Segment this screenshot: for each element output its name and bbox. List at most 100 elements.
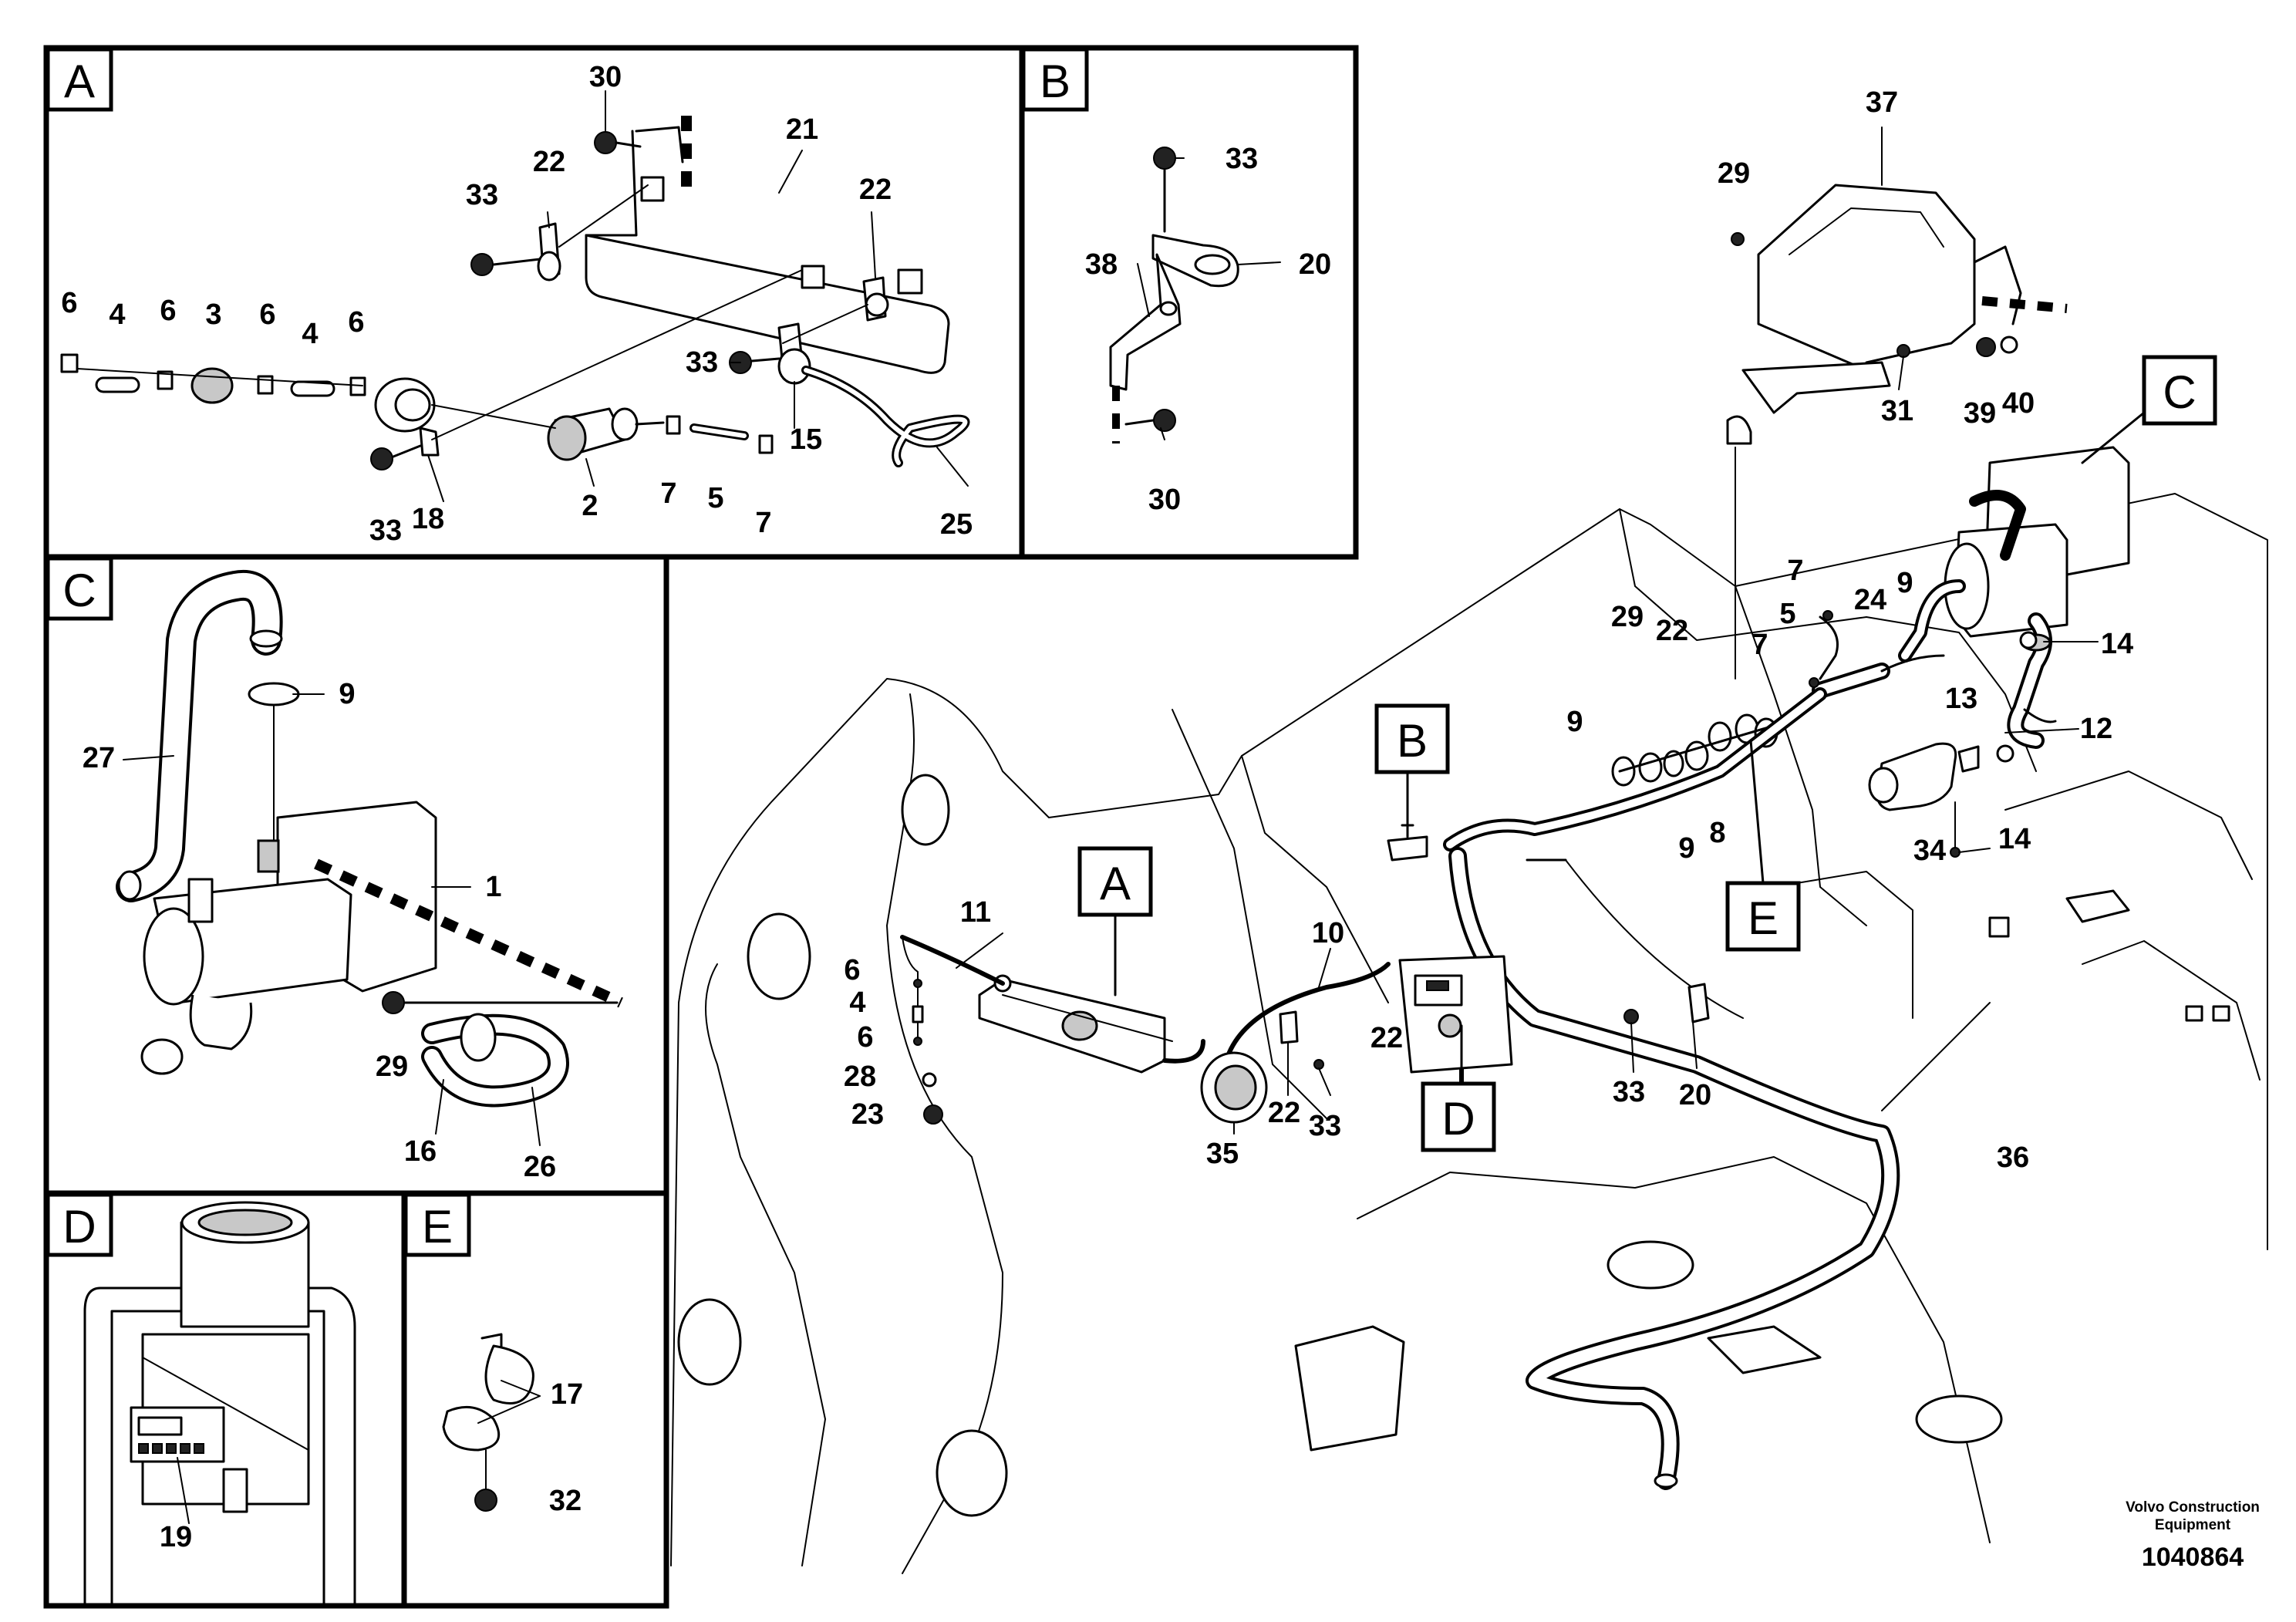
callout-m-5: 5 — [1779, 598, 1795, 630]
panel-d — [1398, 955, 1513, 1074]
callout-e-17: 17 — [551, 1378, 583, 1411]
callout-b-33: 33 — [1226, 143, 1258, 175]
callout-m-29-top: 29 — [1718, 157, 1750, 190]
callout-m-9-c: 9 — [1678, 832, 1694, 865]
main-heater — [1898, 411, 2146, 749]
callout-numbers: 30 21 22 22 33 6 4 6 3 6 4 6 33 15 33 18… — [61, 61, 2133, 1553]
callout-m-14-a: 14 — [2101, 628, 2133, 660]
bracket-37 — [1757, 184, 1976, 372]
brand-line-2: Equipment — [2155, 1517, 2231, 1533]
main-box-b-label: B — [1397, 715, 1428, 767]
callout-m-35: 35 — [1206, 1138, 1239, 1170]
callout-a-7-1: 7 — [660, 477, 676, 510]
leader-c — [2081, 411, 2146, 464]
main-box-d — [1421, 1081, 1496, 1152]
tab-d — [46, 1192, 113, 1257]
main-box-c — [2142, 355, 2217, 426]
callout-m-4: 4 — [849, 986, 865, 1019]
callout-a-5: 5 — [707, 482, 723, 514]
callout-c-1: 1 — [485, 871, 501, 903]
tab-e-label: E — [422, 1201, 453, 1253]
callout-m-28: 28 — [844, 1061, 876, 1093]
detail-b-drawing — [1109, 147, 1239, 443]
callout-a-18: 18 — [412, 503, 444, 535]
callout-m-10: 10 — [1312, 917, 1344, 949]
callout-a-33-top: 33 — [466, 179, 498, 211]
callout-m-12: 12 — [2080, 713, 2112, 745]
main-assembly-drawing — [670, 184, 2268, 1574]
detail-c-drawing — [116, 569, 623, 1108]
callout-a-25: 25 — [940, 508, 973, 541]
callout-a-33-mid: 33 — [686, 346, 718, 379]
callout-m-24: 24 — [1854, 584, 1886, 616]
callout-a-22-right: 22 — [859, 174, 892, 206]
callout-a-6-4: 6 — [348, 306, 364, 339]
callout-m-34: 34 — [1913, 835, 1946, 867]
callout-m-33-c: 33 — [1613, 1076, 1645, 1108]
main-box-e-label: E — [1748, 892, 1778, 944]
callout-c-29: 29 — [376, 1050, 408, 1083]
callout-m-31: 31 — [1881, 395, 1913, 427]
callout-a-15: 15 — [790, 423, 822, 456]
callout-m-7-a: 7 — [1787, 555, 1803, 587]
drawing-number: 1040864 — [2142, 1543, 2244, 1572]
callout-a-6-3: 6 — [259, 298, 275, 331]
tab-d-label: D — [62, 1201, 96, 1253]
tab-e — [403, 1192, 471, 1257]
detail-frames: A B C D E — [43, 45, 1359, 1609]
callout-m-11: 11 — [960, 896, 991, 929]
bracket-plate — [585, 234, 950, 374]
fuel-pump — [431, 404, 665, 461]
callout-c-27: 27 — [83, 742, 115, 774]
callout-a-3: 3 — [205, 298, 221, 331]
callout-a-21: 21 — [786, 113, 818, 146]
brand-line-1: Volvo Construction — [2126, 1499, 2260, 1516]
callout-m-33-b: 33 — [1309, 1110, 1341, 1142]
detail-e-drawing — [442, 1333, 534, 1512]
callout-a-30: 30 — [589, 61, 622, 93]
callout-c-16: 16 — [404, 1135, 437, 1168]
callout-m-22-mid: 22 — [1656, 615, 1688, 647]
tab-b — [1021, 47, 1089, 112]
callout-b-38: 38 — [1085, 248, 1118, 281]
callout-e-32: 32 — [549, 1485, 582, 1517]
callout-m-6-a: 6 — [844, 954, 860, 986]
detail-a-drawing — [60, 116, 970, 470]
callout-a-4-2: 4 — [302, 318, 318, 350]
callout-m-22-c: 22 — [1268, 1097, 1300, 1129]
callout-a-6-1: 6 — [61, 287, 77, 319]
assembly-a — [900, 935, 1205, 1125]
callout-b-30: 30 — [1148, 484, 1181, 516]
callout-m-39: 39 — [1964, 397, 1996, 430]
tab-c — [46, 556, 113, 621]
frame-e — [401, 1190, 669, 1609]
bracket-38 — [1109, 253, 1182, 391]
main-box-c-label: C — [2163, 366, 2196, 418]
detail-d-drawing — [83, 1201, 356, 1606]
callout-m-9-b: 9 — [1566, 706, 1583, 738]
footer: Volvo Construction Equipment 1040864 — [2126, 1499, 2260, 1572]
callout-m-23: 23 — [851, 1098, 884, 1131]
callout-a-4-1: 4 — [109, 298, 125, 331]
callout-m-20: 20 — [1679, 1079, 1711, 1111]
callout-m-13: 13 — [1945, 683, 1977, 715]
callout-m-37: 37 — [1866, 86, 1898, 119]
main-box-a-label: A — [1100, 858, 1131, 909]
callout-a-7-2: 7 — [755, 507, 771, 539]
callout-d-19: 19 — [160, 1521, 192, 1553]
callout-m-36: 36 — [1997, 1141, 2029, 1174]
callout-a-22-left: 22 — [533, 146, 565, 178]
callout-b-20: 20 — [1299, 248, 1331, 281]
callout-m-8: 8 — [1709, 817, 1725, 849]
callout-m-9-a: 9 — [1896, 567, 1913, 599]
callout-m-40: 40 — [2002, 387, 2035, 420]
leader-lines — [123, 90, 2099, 1524]
tab-c-label: C — [62, 565, 96, 616]
tab-a-label: A — [64, 56, 95, 107]
callout-a-33-bot: 33 — [369, 514, 402, 547]
callout-a-2: 2 — [582, 490, 598, 522]
callout-m-7-b: 7 — [1752, 629, 1768, 661]
callout-m-14-b: 14 — [1998, 823, 2031, 855]
